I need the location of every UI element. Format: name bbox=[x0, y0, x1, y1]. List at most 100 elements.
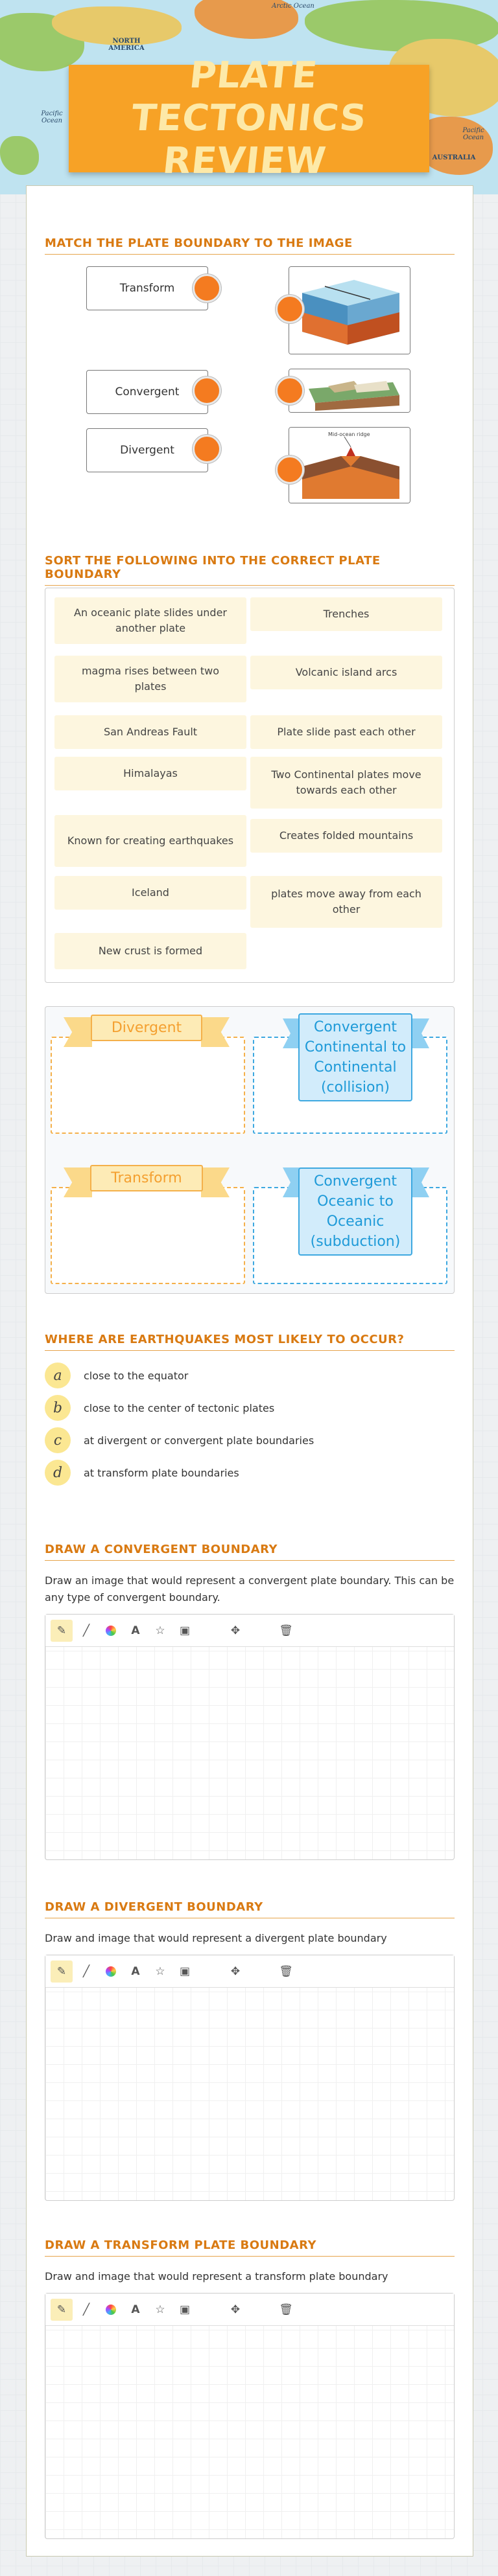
sort-chip[interactable]: Trenches bbox=[250, 597, 442, 631]
drawing-canvas-transform[interactable]: ✎ ╱ A ☆ ▣ ✥ 🗑 bbox=[45, 2293, 455, 2539]
draw-divergent-title: Draw a divergent boundary bbox=[45, 1900, 455, 1918]
match-connector-dot[interactable] bbox=[276, 376, 304, 405]
map-label-north-america: NORTH AMERICA bbox=[108, 38, 145, 52]
bin-label-text: Divergent bbox=[90, 1014, 203, 1041]
quiz-section-title: Where are earthquakes most likely to occ… bbox=[45, 1333, 455, 1351]
option-text: at divergent or convergent plate boundar… bbox=[84, 1434, 314, 1447]
star-icon[interactable]: ☆ bbox=[155, 1624, 165, 1637]
trash-icon[interactable]: 🗑 bbox=[279, 2303, 293, 2316]
ribbon-tail bbox=[64, 1167, 92, 1197]
diagram-caption: Mid-ocean ridge bbox=[328, 431, 370, 437]
transform-image[interactable] bbox=[289, 266, 410, 354]
bin-label-divergent: Divergent bbox=[64, 1011, 230, 1047]
ribbon-tail bbox=[64, 1017, 92, 1047]
map-label-arctic: Arctic Ocean bbox=[272, 3, 314, 10]
sort-chip[interactable]: Iceland bbox=[54, 876, 246, 910]
pen-icon[interactable]: ╱ bbox=[82, 2303, 90, 2316]
transform-fault-block-diagram bbox=[289, 267, 410, 354]
map-label-australia: AUSTRALIA bbox=[432, 154, 476, 161]
sort-chip[interactable]: plates move away from each other bbox=[250, 876, 442, 928]
draw-divergent-prompt: Draw and image that would represent a di… bbox=[45, 1932, 387, 1944]
option-letter: c bbox=[45, 1427, 71, 1453]
option-letter: b bbox=[45, 1395, 71, 1421]
sort-chip[interactable]: Two Continental plates move towards each… bbox=[250, 757, 442, 809]
sort-section-title: Sort the following into the correct plat… bbox=[45, 554, 455, 586]
option-text: at transform plate boundaries bbox=[84, 1466, 239, 1479]
sort-target-area: Divergent Convergent Continental to Cont… bbox=[45, 1006, 455, 1294]
map-label-pacific: Pacific Ocean bbox=[41, 110, 63, 124]
bin-label-convergent-oceanic: Convergent Oceanic to Oceanic (subductio… bbox=[298, 1167, 412, 1256]
trash-icon[interactable]: 🗑 bbox=[279, 1964, 293, 1978]
sort-chip[interactable]: Plate slide past each other bbox=[250, 715, 442, 749]
color-wheel-icon[interactable] bbox=[100, 2299, 122, 2321]
text-icon[interactable]: A bbox=[131, 1964, 140, 1978]
sort-chip[interactable]: Volcanic island arcs bbox=[250, 656, 442, 689]
sort-chip[interactable]: Known for creating earthquakes bbox=[54, 815, 246, 867]
draw-convergent-title: Draw a convergent boundary bbox=[45, 1543, 455, 1561]
drawing-canvas-divergent[interactable]: ✎ ╱ A ☆ ▣ ✥ 🗑 bbox=[45, 1955, 455, 2201]
ribbon-tail bbox=[201, 1017, 230, 1047]
star-icon[interactable]: ☆ bbox=[155, 2303, 165, 2316]
match-item-transform[interactable]: Transform bbox=[86, 266, 208, 310]
option-letter: a bbox=[45, 1363, 71, 1388]
image-icon[interactable]: ▣ bbox=[179, 1964, 191, 1978]
match-connector-dot[interactable] bbox=[193, 435, 221, 463]
match-connector-dot[interactable] bbox=[193, 274, 221, 303]
sort-chip[interactable]: magma rises between two plates bbox=[54, 656, 246, 702]
move-icon[interactable]: ✥ bbox=[230, 2303, 241, 2316]
trash-icon[interactable]: 🗑 bbox=[279, 1624, 293, 1637]
pen-icon[interactable]: ╱ bbox=[82, 1624, 90, 1637]
match-connector-dot[interactable] bbox=[276, 295, 304, 323]
pen-icon[interactable]: ╱ bbox=[82, 1964, 90, 1978]
quiz-option-c[interactable]: c at divergent or convergent plate bound… bbox=[45, 1427, 314, 1453]
color-wheel-icon[interactable] bbox=[100, 1961, 122, 1983]
image-icon[interactable]: ▣ bbox=[179, 2303, 191, 2316]
option-text: close to the center of tectonic plates bbox=[84, 1401, 275, 1414]
draw-convergent-prompt: Draw an image that would represent a con… bbox=[45, 1574, 455, 1604]
convergent-image[interactable] bbox=[289, 369, 410, 413]
bin-label-transform: Transform bbox=[64, 1161, 230, 1197]
header-map: Arctic Ocean Pacific Ocean Pacific Ocean… bbox=[0, 0, 498, 194]
match-section-title: Match the plate boundary to the image bbox=[45, 236, 455, 255]
match-connector-dot[interactable] bbox=[193, 376, 221, 405]
landmass bbox=[52, 6, 182, 45]
drawing-toolbar: ✎ ╱ A ☆ ▣ ✥ 🗑 bbox=[45, 1615, 454, 1647]
landmass bbox=[0, 136, 39, 175]
drawing-canvas-convergent[interactable]: ✎ ╱ A ☆ ▣ ✥ 🗑 bbox=[45, 1614, 455, 1860]
draw-transform-prompt: Draw and image that would represent a tr… bbox=[45, 2270, 388, 2283]
drawing-toolbar: ✎ ╱ A ☆ ▣ ✥ 🗑 bbox=[45, 2294, 454, 2326]
match-item-convergent[interactable]: Convergent bbox=[86, 370, 208, 414]
worksheet-card: Match the plate boundary to the image Tr… bbox=[26, 185, 473, 2557]
image-icon[interactable]: ▣ bbox=[179, 1624, 191, 1637]
bin-label-text: Transform bbox=[90, 1164, 203, 1191]
match-item-divergent[interactable]: Divergent bbox=[86, 428, 208, 472]
bin-divergent[interactable] bbox=[51, 1037, 245, 1134]
sort-chip[interactable]: An oceanic plate slides under another pl… bbox=[54, 597, 246, 644]
draw-transform-title: Draw a transform plate boundary bbox=[45, 2238, 455, 2257]
match-connector-dot[interactable] bbox=[276, 455, 304, 484]
bin-transform[interactable] bbox=[51, 1187, 245, 1284]
sort-chip[interactable]: Himalayas bbox=[54, 757, 246, 790]
quiz-option-a[interactable]: a close to the equator bbox=[45, 1363, 188, 1388]
title-banner: PLATE TECTONICS REVIEW bbox=[69, 54, 429, 182]
move-icon[interactable]: ✥ bbox=[230, 1964, 241, 1978]
drawing-toolbar: ✎ ╱ A ☆ ▣ ✥ 🗑 bbox=[45, 1955, 454, 1988]
divergent-image[interactable]: Mid-ocean ridge bbox=[289, 427, 410, 503]
sort-chip[interactable]: Creates folded mountains bbox=[250, 819, 442, 853]
map-label-pacific-east: Pacific Ocean bbox=[462, 127, 484, 141]
star-icon[interactable]: ☆ bbox=[155, 1964, 165, 1978]
quiz-option-b[interactable]: b close to the center of tectonic plates bbox=[45, 1395, 274, 1421]
color-wheel-icon[interactable] bbox=[100, 1620, 122, 1642]
sort-chip[interactable]: New crust is formed bbox=[54, 933, 246, 969]
quiz-option-d[interactable]: d at transform plate boundaries bbox=[45, 1460, 239, 1486]
pencil-icon[interactable]: ✎ bbox=[51, 2298, 73, 2321]
text-icon[interactable]: A bbox=[131, 1624, 140, 1637]
text-icon[interactable]: A bbox=[131, 2303, 140, 2316]
sort-chip[interactable]: San Andreas Fault bbox=[54, 715, 246, 749]
sort-source-area: An oceanic plate slides under another pl… bbox=[45, 588, 455, 983]
ribbon-tail bbox=[201, 1167, 230, 1197]
pencil-icon[interactable]: ✎ bbox=[51, 1619, 73, 1642]
divergent-ridge-diagram bbox=[289, 428, 410, 503]
move-icon[interactable]: ✥ bbox=[230, 1624, 241, 1637]
pencil-icon[interactable]: ✎ bbox=[51, 1960, 73, 1983]
